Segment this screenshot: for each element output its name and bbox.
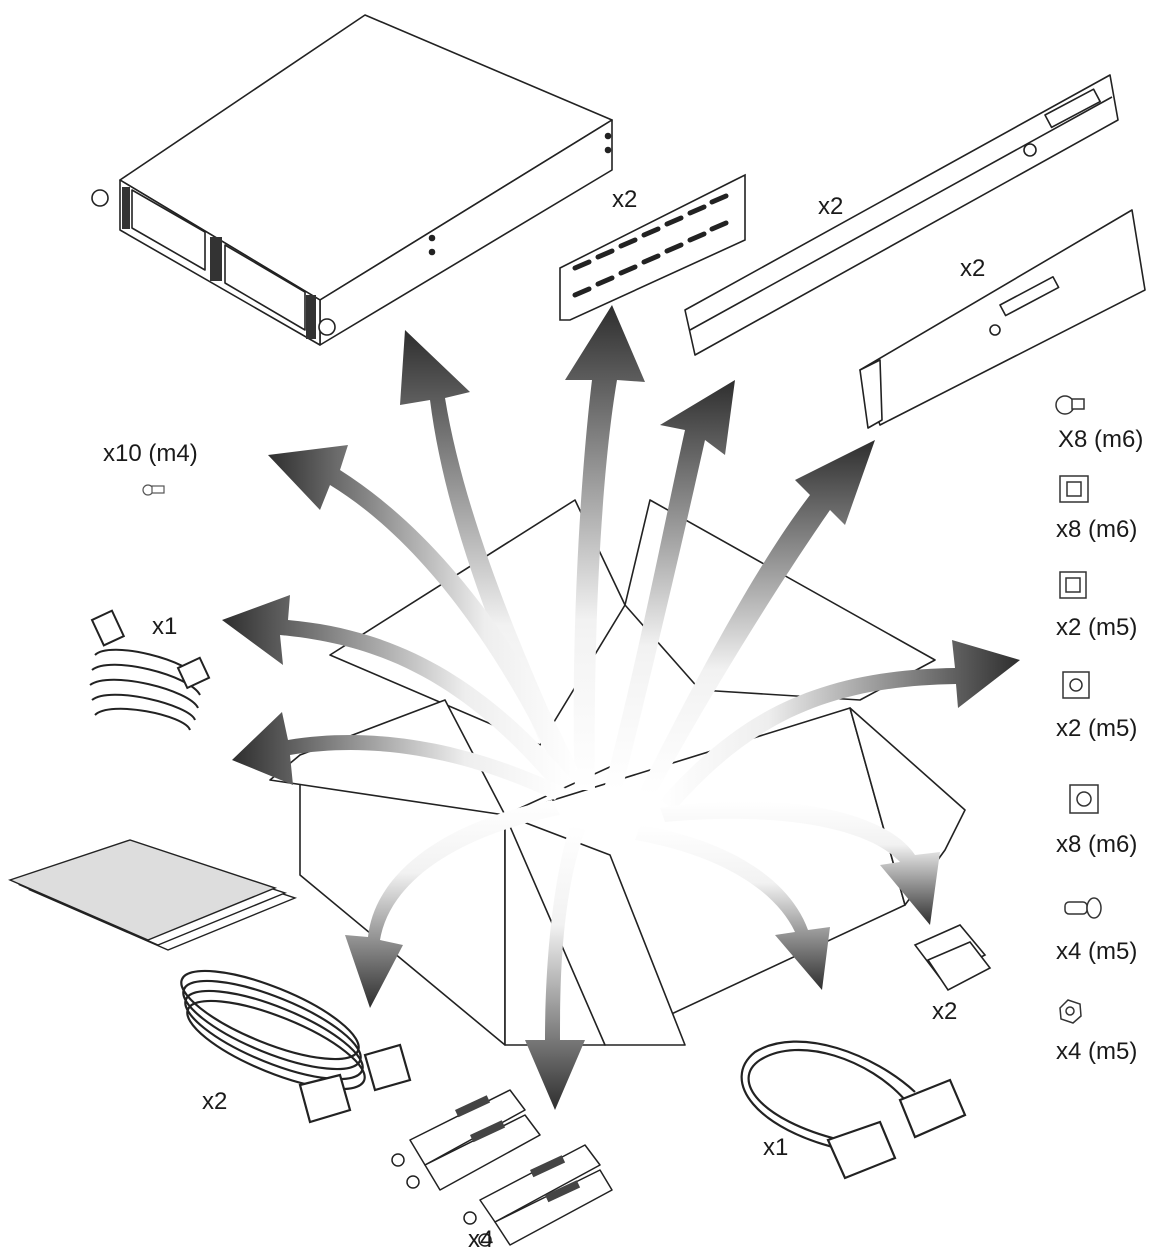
drive-sleds-quantity-label: x4: [468, 1226, 494, 1253]
storage-enclosure: [91, 14, 613, 346]
m5-nuts-label: x4 (m5): [1056, 1038, 1138, 1065]
drive-sled-grilles: [455, 1095, 581, 1203]
power-cord: [89, 609, 211, 731]
short-rail-slot: [999, 276, 1060, 317]
long-cables: [180, 969, 412, 1124]
m4-screw-icon: [142, 484, 165, 496]
downward-arrows: [345, 800, 940, 1110]
short-rail-body: [859, 209, 1146, 426]
arrow-to-drive-sleds: [525, 825, 585, 1110]
drive-sleds: [391, 1089, 613, 1247]
long-cables-quantity-label: x2: [202, 1088, 228, 1115]
m5-clip-nut-icon: [1062, 671, 1090, 699]
hardware-icons: [1055, 395, 1102, 1024]
enclosure-bay-2: [224, 244, 306, 331]
rack-bracket: [559, 173, 746, 321]
enclosure-vents: [122, 187, 316, 339]
short-rail: [859, 209, 1146, 429]
short-rail-ear: [859, 359, 883, 429]
arrow-to-short-rails: [640, 440, 875, 795]
m6-screws-label: X8 (m6): [1058, 426, 1144, 453]
terminators-quantity-label: x2: [932, 998, 958, 1025]
arrow-to-terminators: [660, 801, 940, 925]
long-rail: [684, 74, 1119, 356]
arrow-to-hardware: [660, 640, 1020, 810]
bracket-slots: [572, 193, 729, 298]
terminators: [913, 924, 992, 992]
upward-arrows: [400, 305, 875, 795]
sideways-arrows: [222, 445, 1020, 810]
power-cord-quantity-label: x1: [152, 613, 178, 640]
arrow-to-long-cables: [345, 800, 560, 1008]
short-cable: [740, 1040, 967, 1180]
power-connector: [176, 656, 211, 690]
long-rail-groove: [689, 96, 1113, 331]
long-rail-slot: [1044, 88, 1101, 129]
arrow-to-storage-unit: [400, 330, 580, 785]
short-rail-screw: [989, 324, 1001, 336]
long-rail-screw: [1023, 143, 1037, 157]
long-rail-body: [684, 74, 1119, 356]
m6-clip-nuts-label: x8 (m6): [1056, 831, 1138, 858]
short-rail-quantity-label: x2: [960, 255, 986, 282]
m5-nut-icon: [1059, 999, 1082, 1024]
arrow-to-power-cord: [222, 595, 570, 790]
power-plug: [90, 609, 126, 647]
m6-cage-nut-icon: [1059, 475, 1089, 503]
short-cable-connectors: [826, 1078, 967, 1180]
left-thumbscrew: [91, 189, 109, 207]
long-cable-connectors: [298, 1043, 412, 1124]
short-cable-quantity-label: x1: [763, 1134, 789, 1161]
arrow-to-short-cable: [635, 825, 830, 990]
m6-clip-nut-icon: [1069, 784, 1099, 814]
enclosure-bay-1: [131, 189, 206, 271]
arrow-to-brackets: [565, 305, 645, 790]
arrow-to-m4-screws: [268, 445, 578, 780]
long-rail-quantity-label: x2: [818, 193, 844, 220]
arrow-to-long-rails: [605, 380, 735, 790]
m6-cage-nuts-label: x8 (m6): [1056, 516, 1138, 543]
m5-cage-nuts-label: x2 (m5): [1056, 614, 1138, 641]
m5-cage-nut-icon: [1059, 571, 1087, 599]
m5-clip-nuts-label: x2 (m5): [1056, 715, 1138, 742]
bracket-quantity-label: x2: [612, 186, 638, 213]
m4-screws-quantity-label: x10 (m4): [103, 440, 198, 467]
m6-screw-icon: [1055, 395, 1085, 415]
box-inner-edge: [504, 759, 626, 816]
documentation-sheets: [8, 839, 298, 951]
m5-screw-icon: [1064, 897, 1102, 919]
right-thumbscrew: [318, 318, 336, 336]
m5-screws-label: x4 (m5): [1056, 938, 1138, 965]
